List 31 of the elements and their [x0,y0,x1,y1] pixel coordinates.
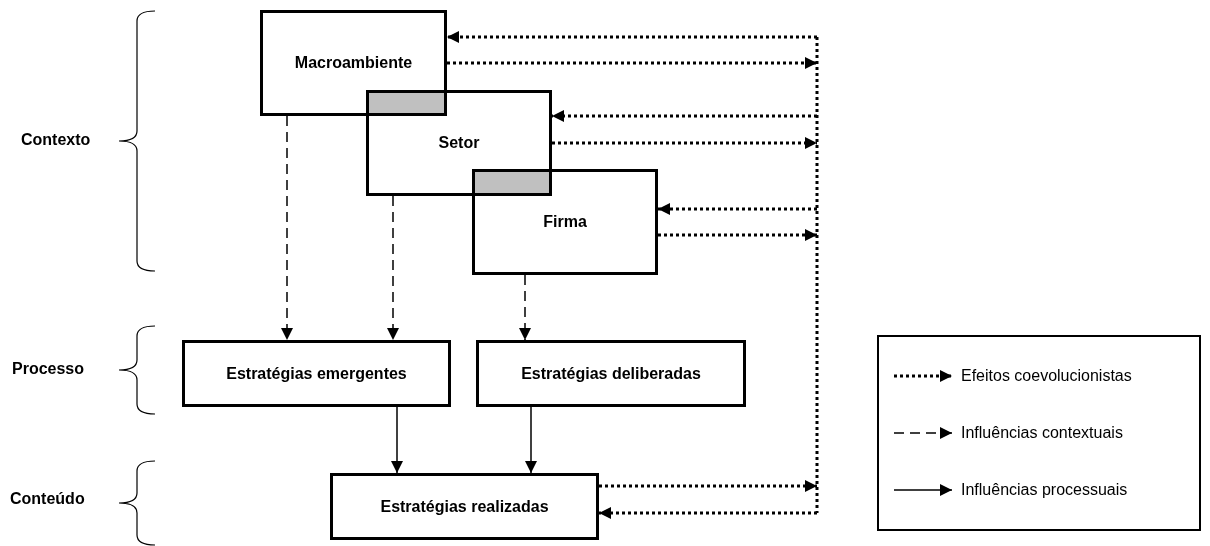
section-label: Contexto [21,131,91,149]
section-label: Processo [12,360,85,378]
arrow [391,406,403,474]
arrow [525,406,537,474]
arrow [658,203,817,215]
text-box [260,10,447,116]
text-box [476,340,746,407]
legend-label: Efeitos coevolucionistas [961,367,1132,385]
box-label: Setor [438,134,480,152]
box-label: Estratégias emergentes [226,364,407,383]
text-box [472,169,658,275]
arrow [447,57,817,69]
arrow [552,137,817,149]
arrow [658,229,817,241]
box-label: Estratégias realizadas [380,497,549,516]
box-label: Estratégias deliberadas [521,364,701,383]
arrow [552,110,817,122]
legend-label: Influências processuais [961,481,1128,499]
text-box [182,340,451,407]
box-label: Firma [543,213,587,231]
section-label: Conteúdo [10,490,85,508]
text-box [330,473,599,540]
text-box [366,90,552,196]
arrow [519,274,531,341]
legend-label: Influências contextuais [961,424,1123,442]
arrow [387,195,399,341]
arrow [447,31,817,43]
arrow [281,115,293,341]
arrow [599,507,817,519]
arrow [599,480,817,492]
box-label: Macroambiente [294,54,413,72]
